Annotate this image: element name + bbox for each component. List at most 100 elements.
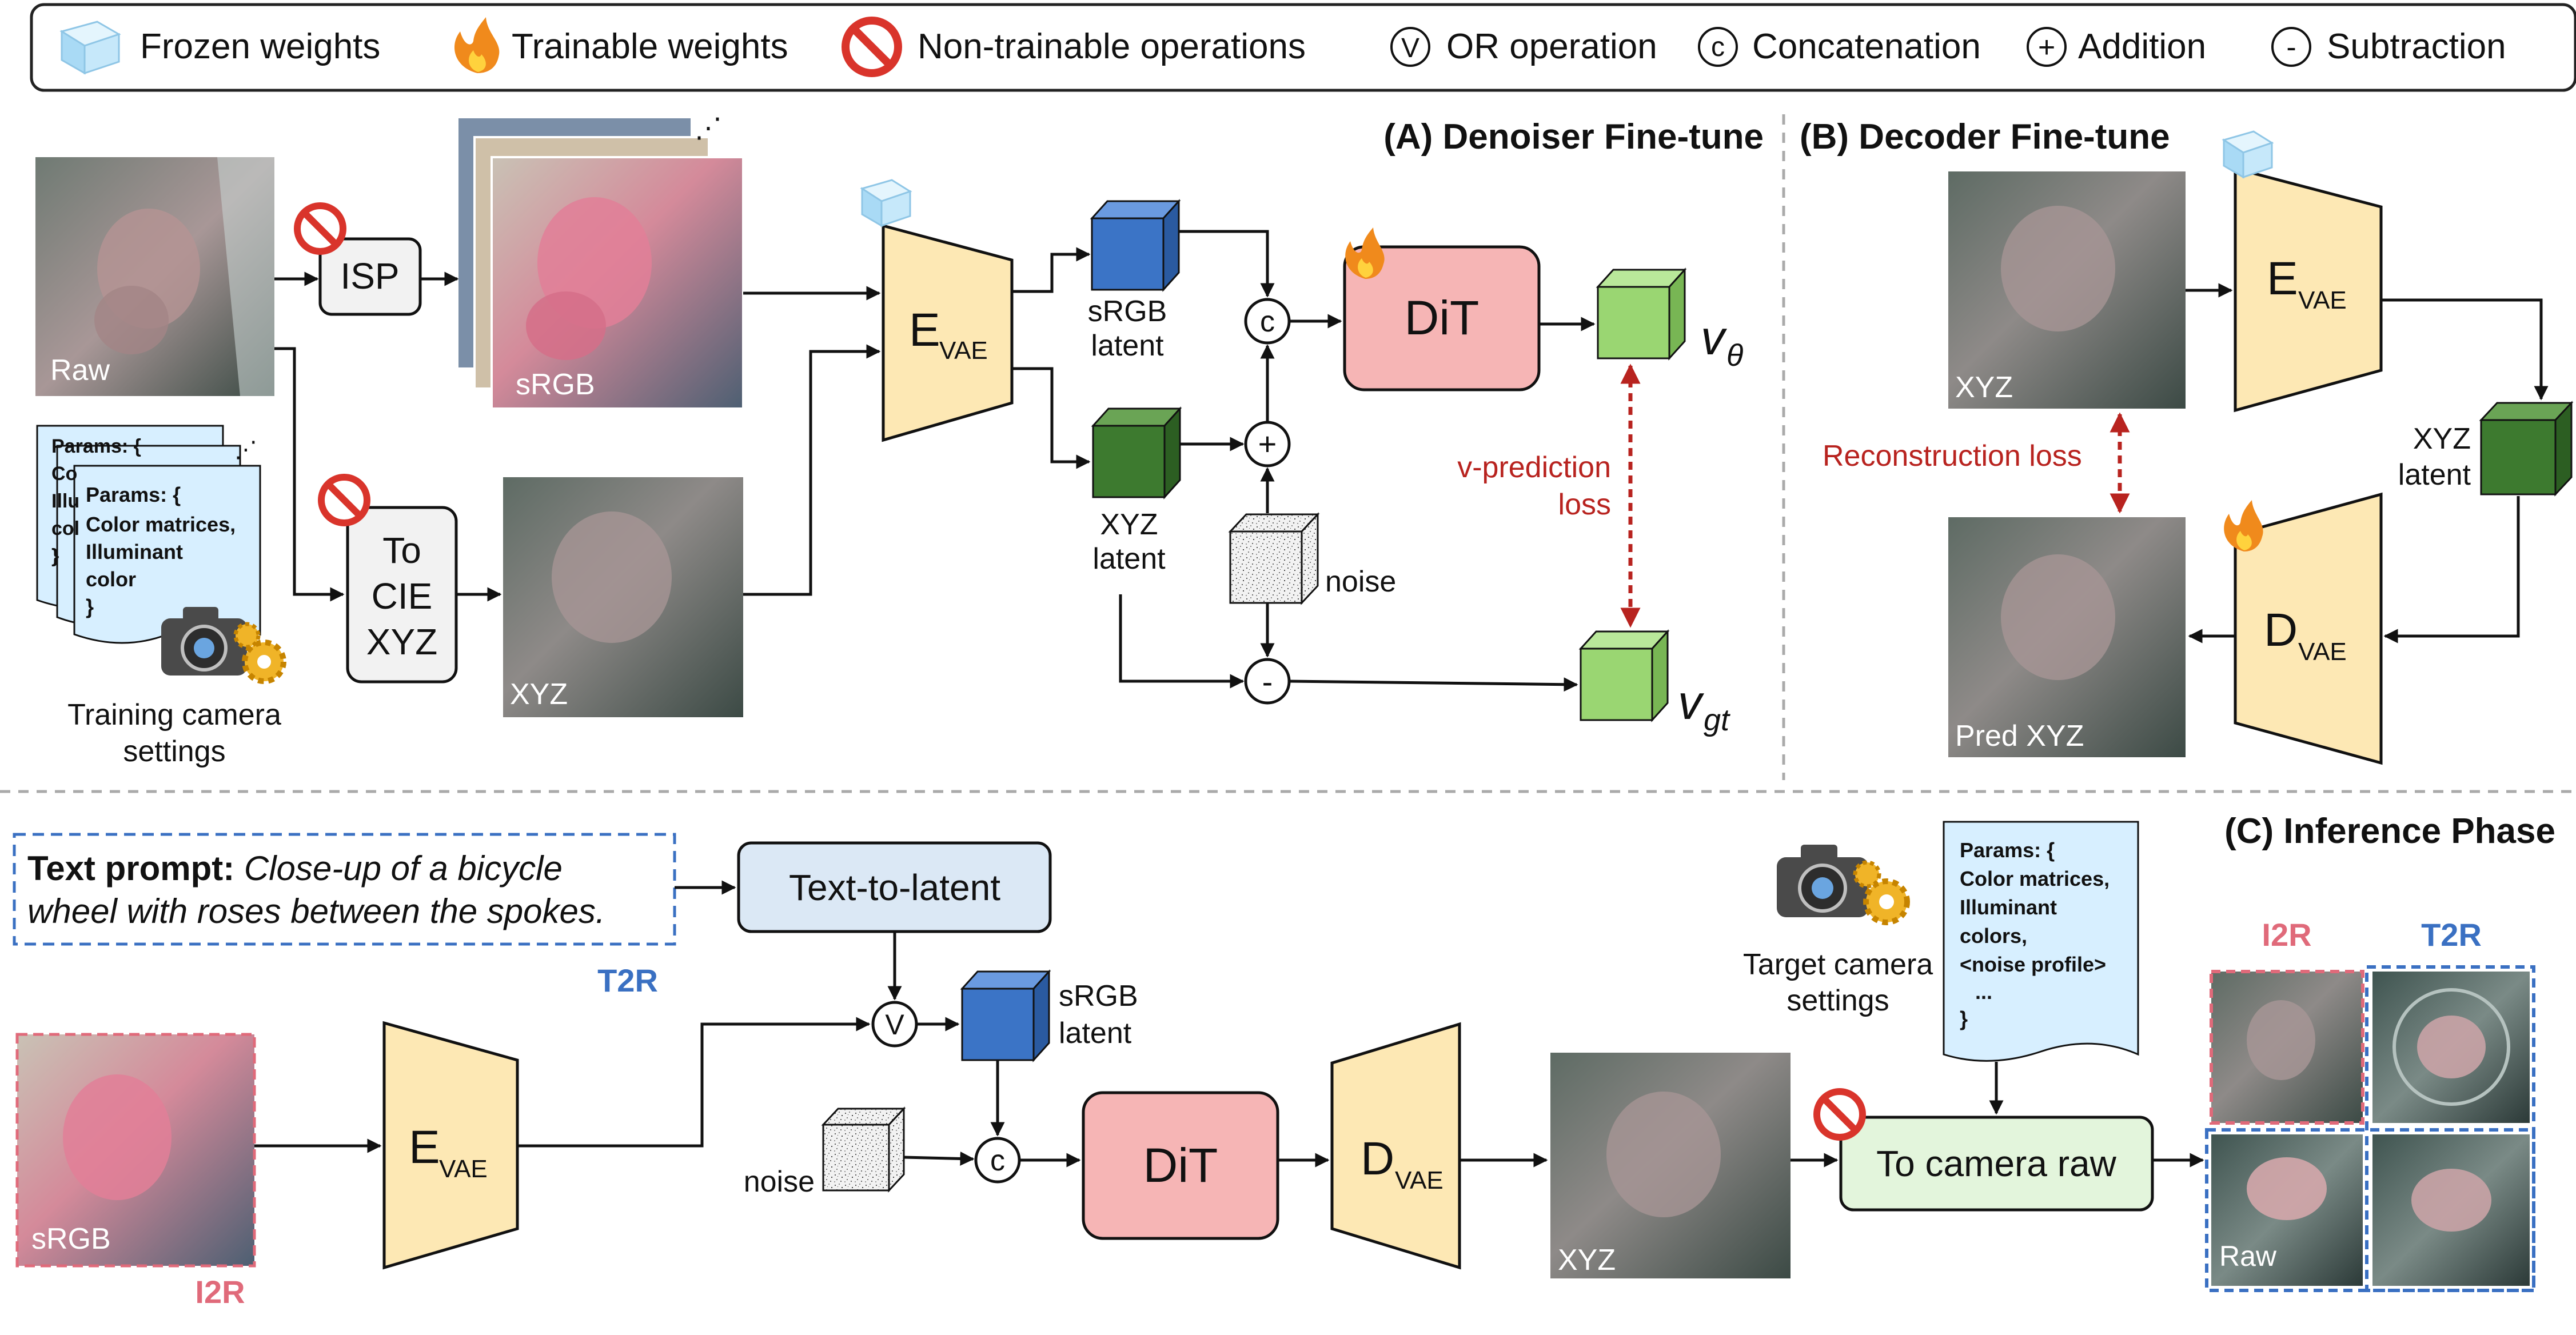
xyz-latent-label-2: latent (1092, 542, 1166, 575)
training-camera-label-1: Training camera (67, 698, 281, 732)
legend-sub-label: Subtraction (2327, 27, 2506, 66)
decoder-b-main: D (2264, 604, 2298, 656)
params-back-line-1: Params: { (51, 435, 141, 457)
params-line-3: Illuminant (86, 540, 183, 563)
section-b-arrows (2186, 283, 2549, 643)
to-cie-line-3: XYZ (366, 621, 437, 662)
target-params-line-7: } (1960, 1007, 1968, 1030)
v-theta-cube (1596, 267, 1687, 361)
noise-label-a: noise (1325, 565, 1396, 598)
svg-text:⋰: ⋰ (234, 437, 257, 462)
add-op-a-symbol: + (1258, 426, 1277, 462)
to-cie-line-2: CIE (372, 575, 433, 617)
legend-or-label: OR operation (1446, 27, 1657, 66)
add-symbol-text: + (2038, 31, 2055, 64)
to-camera-raw-prohibited-icon (1813, 1088, 1866, 1141)
xyz-output-image: XYZ (1550, 1053, 1791, 1278)
v-gt-cube (1578, 629, 1670, 722)
srgb-input-label: sRGB (31, 1222, 111, 1256)
training-camera-label-2: settings (123, 735, 225, 768)
or-symbol-icon (1390, 27, 1430, 67)
isp-prohibited-icon (294, 202, 346, 255)
encoder-b-sub: VAE (2298, 286, 2347, 314)
xyz-latent-cube (1091, 406, 1182, 499)
text-to-latent-label: Text-to-latent (789, 867, 1000, 908)
output-t2r-label: T2R (2421, 917, 2482, 953)
concat-symbol-text: c (1711, 32, 1725, 62)
params-back-line-2: Co (51, 463, 77, 485)
target-params-line-4: colors, (1960, 924, 2027, 948)
target-gear-icon (1853, 860, 1910, 925)
srgb-latent-c-label-1: sRGB (1059, 980, 1138, 1013)
or-symbol-text: V (1401, 33, 1419, 63)
training-params-document: Params: { Co Illu col } ⋰ Params: { Colo… (36, 425, 261, 644)
params-back-line-4: col (51, 518, 79, 539)
section-a-arrows (274, 230, 1596, 692)
output-raw-label: Raw (2219, 1240, 2277, 1272)
params-back-line-3: Illu (51, 490, 79, 512)
srgb-latent-cube-c (960, 969, 1051, 1062)
dit-block-c (1082, 1091, 1279, 1240)
raw-image: Raw (35, 157, 274, 396)
srgb-latent-cube (1090, 199, 1181, 292)
encoder-a-ice-icon (860, 179, 912, 227)
target-camera-icon (1777, 845, 1868, 917)
xyz-latent-cube-b (2479, 401, 2574, 497)
encoder-c (382, 1021, 519, 1270)
encoder-a-sub: VAE (939, 337, 988, 365)
target-camera-label-2: settings (1787, 984, 1889, 1017)
reconstruction-loss-label: Reconstruction loss (1823, 439, 2082, 473)
pred-xyz-label: Pred XYZ (1955, 720, 2084, 753)
section-c: (C) Inference Phase Text prompt: Close-u… (13, 812, 2555, 1310)
to-camera-raw-label: To camera raw (1876, 1143, 2116, 1184)
encoder-b (2234, 166, 2383, 413)
target-camera-label-1: Target camera (1743, 948, 1933, 981)
to-cie-line-1: To (382, 530, 421, 571)
camera-icon (161, 607, 247, 676)
decoder-b (2234, 492, 2383, 765)
encoder-b-main: E (2267, 253, 2298, 305)
pred-xyz-image: Pred XYZ (1948, 517, 2186, 757)
srgb-input-image: sRGB (15, 1033, 256, 1268)
decoder-b-sub: VAE (2298, 638, 2347, 666)
section-b: (B) Decoder Fine-tune XYZ E VAE XYZ late… (1800, 117, 2574, 765)
t2r-label: T2R (597, 962, 658, 998)
xyz-image-a-label: XYZ (510, 678, 568, 711)
xyz-latent-label-1: XYZ (1100, 508, 1158, 541)
flame-icon (454, 17, 500, 73)
add-symbol-icon (2027, 27, 2067, 67)
concat-op-c-symbol: c (990, 1144, 1005, 1177)
srgb-image-stack: ⋰ sRGB (456, 113, 744, 410)
output-i2r-label: I2R (2262, 917, 2311, 953)
prohibited-icon (842, 17, 902, 77)
xyz-latent-b-label-2: latent (2398, 458, 2471, 491)
dit-flame-icon (1345, 227, 1385, 279)
isp-label: ISP (340, 255, 399, 297)
target-params-line-1: Params: { (1960, 838, 2055, 862)
decoder-c-sub: VAE (1395, 1166, 1443, 1194)
params-line-2: Color matrices, (86, 513, 236, 536)
or-op-c (871, 1001, 918, 1048)
params-line-4: color (86, 567, 136, 591)
v-gt-sub: gt (1704, 703, 1730, 737)
srgb-image-label: sRGB (516, 368, 595, 401)
gear-icon (233, 622, 286, 684)
legend-trainable-label: Trainable weights (512, 27, 788, 66)
target-params-line-5: <noise profile> (1960, 953, 2106, 976)
section-c-arrows (254, 880, 2204, 1168)
target-params-line-6: ... (1975, 980, 1992, 1004)
ice-cube-icon (59, 21, 121, 75)
dit-label-a: DiT (1405, 291, 1480, 345)
target-params-line-3: Illuminant (1960, 896, 2057, 919)
legend: Frozen weights Trainable weights Non-tra… (30, 3, 2576, 92)
srgb-latent-label-2: latent (1091, 329, 1164, 362)
xyz-image-b-label: XYZ (1955, 371, 2013, 404)
concat-op-c (974, 1137, 1021, 1184)
params-back-line-5: } (51, 545, 59, 567)
encoder-b-ice-icon (2222, 130, 2274, 179)
xyz-image-a: XYZ (503, 477, 743, 717)
v-theta-main: v (1701, 311, 1728, 365)
decoder-b-flame-icon (2224, 500, 2263, 551)
encoder-c-main: E (409, 1121, 440, 1173)
